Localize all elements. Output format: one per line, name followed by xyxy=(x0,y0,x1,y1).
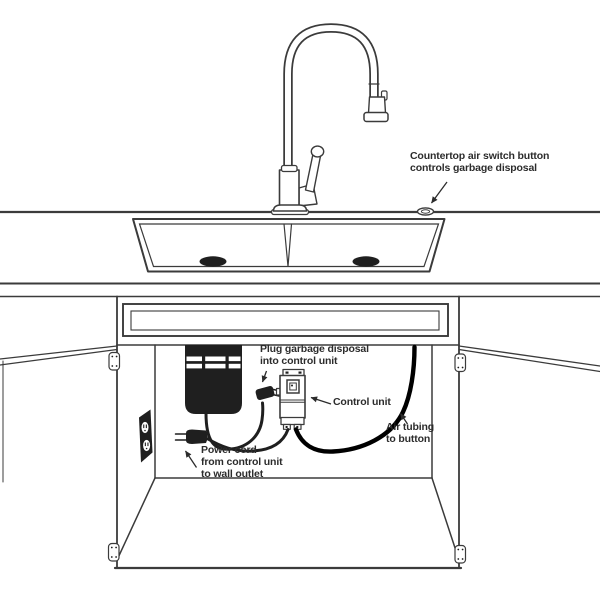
arrow-to-disposal-plug xyxy=(261,370,268,383)
air-switch-button xyxy=(416,207,435,216)
sprayer-tip xyxy=(363,111,389,123)
control-unit-body xyxy=(279,374,306,419)
handle-lever xyxy=(304,153,322,193)
faucet-base xyxy=(272,204,308,212)
left-door xyxy=(0,345,118,483)
control-unit-bottom-cap xyxy=(280,416,305,426)
right-drain xyxy=(352,256,380,267)
control-unit-label xyxy=(286,379,300,394)
power-cord xyxy=(174,428,290,453)
annotation-air-switch: Countertop air switch button controls ga… xyxy=(410,150,550,174)
arrow-to-power-cord xyxy=(184,450,198,468)
air-tubing xyxy=(293,344,417,454)
double-sink xyxy=(132,218,446,273)
faucet xyxy=(270,23,389,216)
floor-right-edge xyxy=(431,477,460,561)
mount-ring-upper xyxy=(186,356,241,362)
annotation-plug-disposal: Plug garbage disposal into control unit xyxy=(260,343,369,367)
handle-knob xyxy=(310,145,325,158)
hinge-top-left xyxy=(108,351,121,371)
power-plug xyxy=(186,429,208,444)
control-unit xyxy=(275,368,306,430)
sink-divider xyxy=(283,223,293,267)
garbage-disposal xyxy=(185,345,242,414)
power-outlet xyxy=(139,409,153,463)
left-drain xyxy=(199,256,227,267)
faucet-collar xyxy=(280,164,298,173)
cabinet xyxy=(113,295,463,570)
annotation-arrows xyxy=(184,181,448,468)
false-drawer-front xyxy=(122,303,449,337)
annotation-air-tubing: Air tubing to button xyxy=(386,421,435,445)
disposal-plug xyxy=(255,386,275,400)
hinge-bottom-left xyxy=(107,542,120,562)
arrow-to-control-unit xyxy=(310,396,332,405)
floor-left-edge xyxy=(116,477,156,561)
faucet-body xyxy=(278,169,300,208)
sprayer-head xyxy=(367,96,387,114)
annotation-control-unit: Control unit xyxy=(333,396,391,408)
hinge-bottom-right xyxy=(454,544,467,564)
hinge-top-right xyxy=(454,353,467,373)
arrow-to-air-tubing xyxy=(399,413,409,425)
annotation-power-cord: Power cord from control unit to wall out… xyxy=(201,444,283,480)
right-door xyxy=(458,345,600,373)
arrow-to-air-switch xyxy=(430,181,448,204)
mount-ring-lower xyxy=(186,363,241,369)
false-drawer-bevel xyxy=(130,310,440,331)
